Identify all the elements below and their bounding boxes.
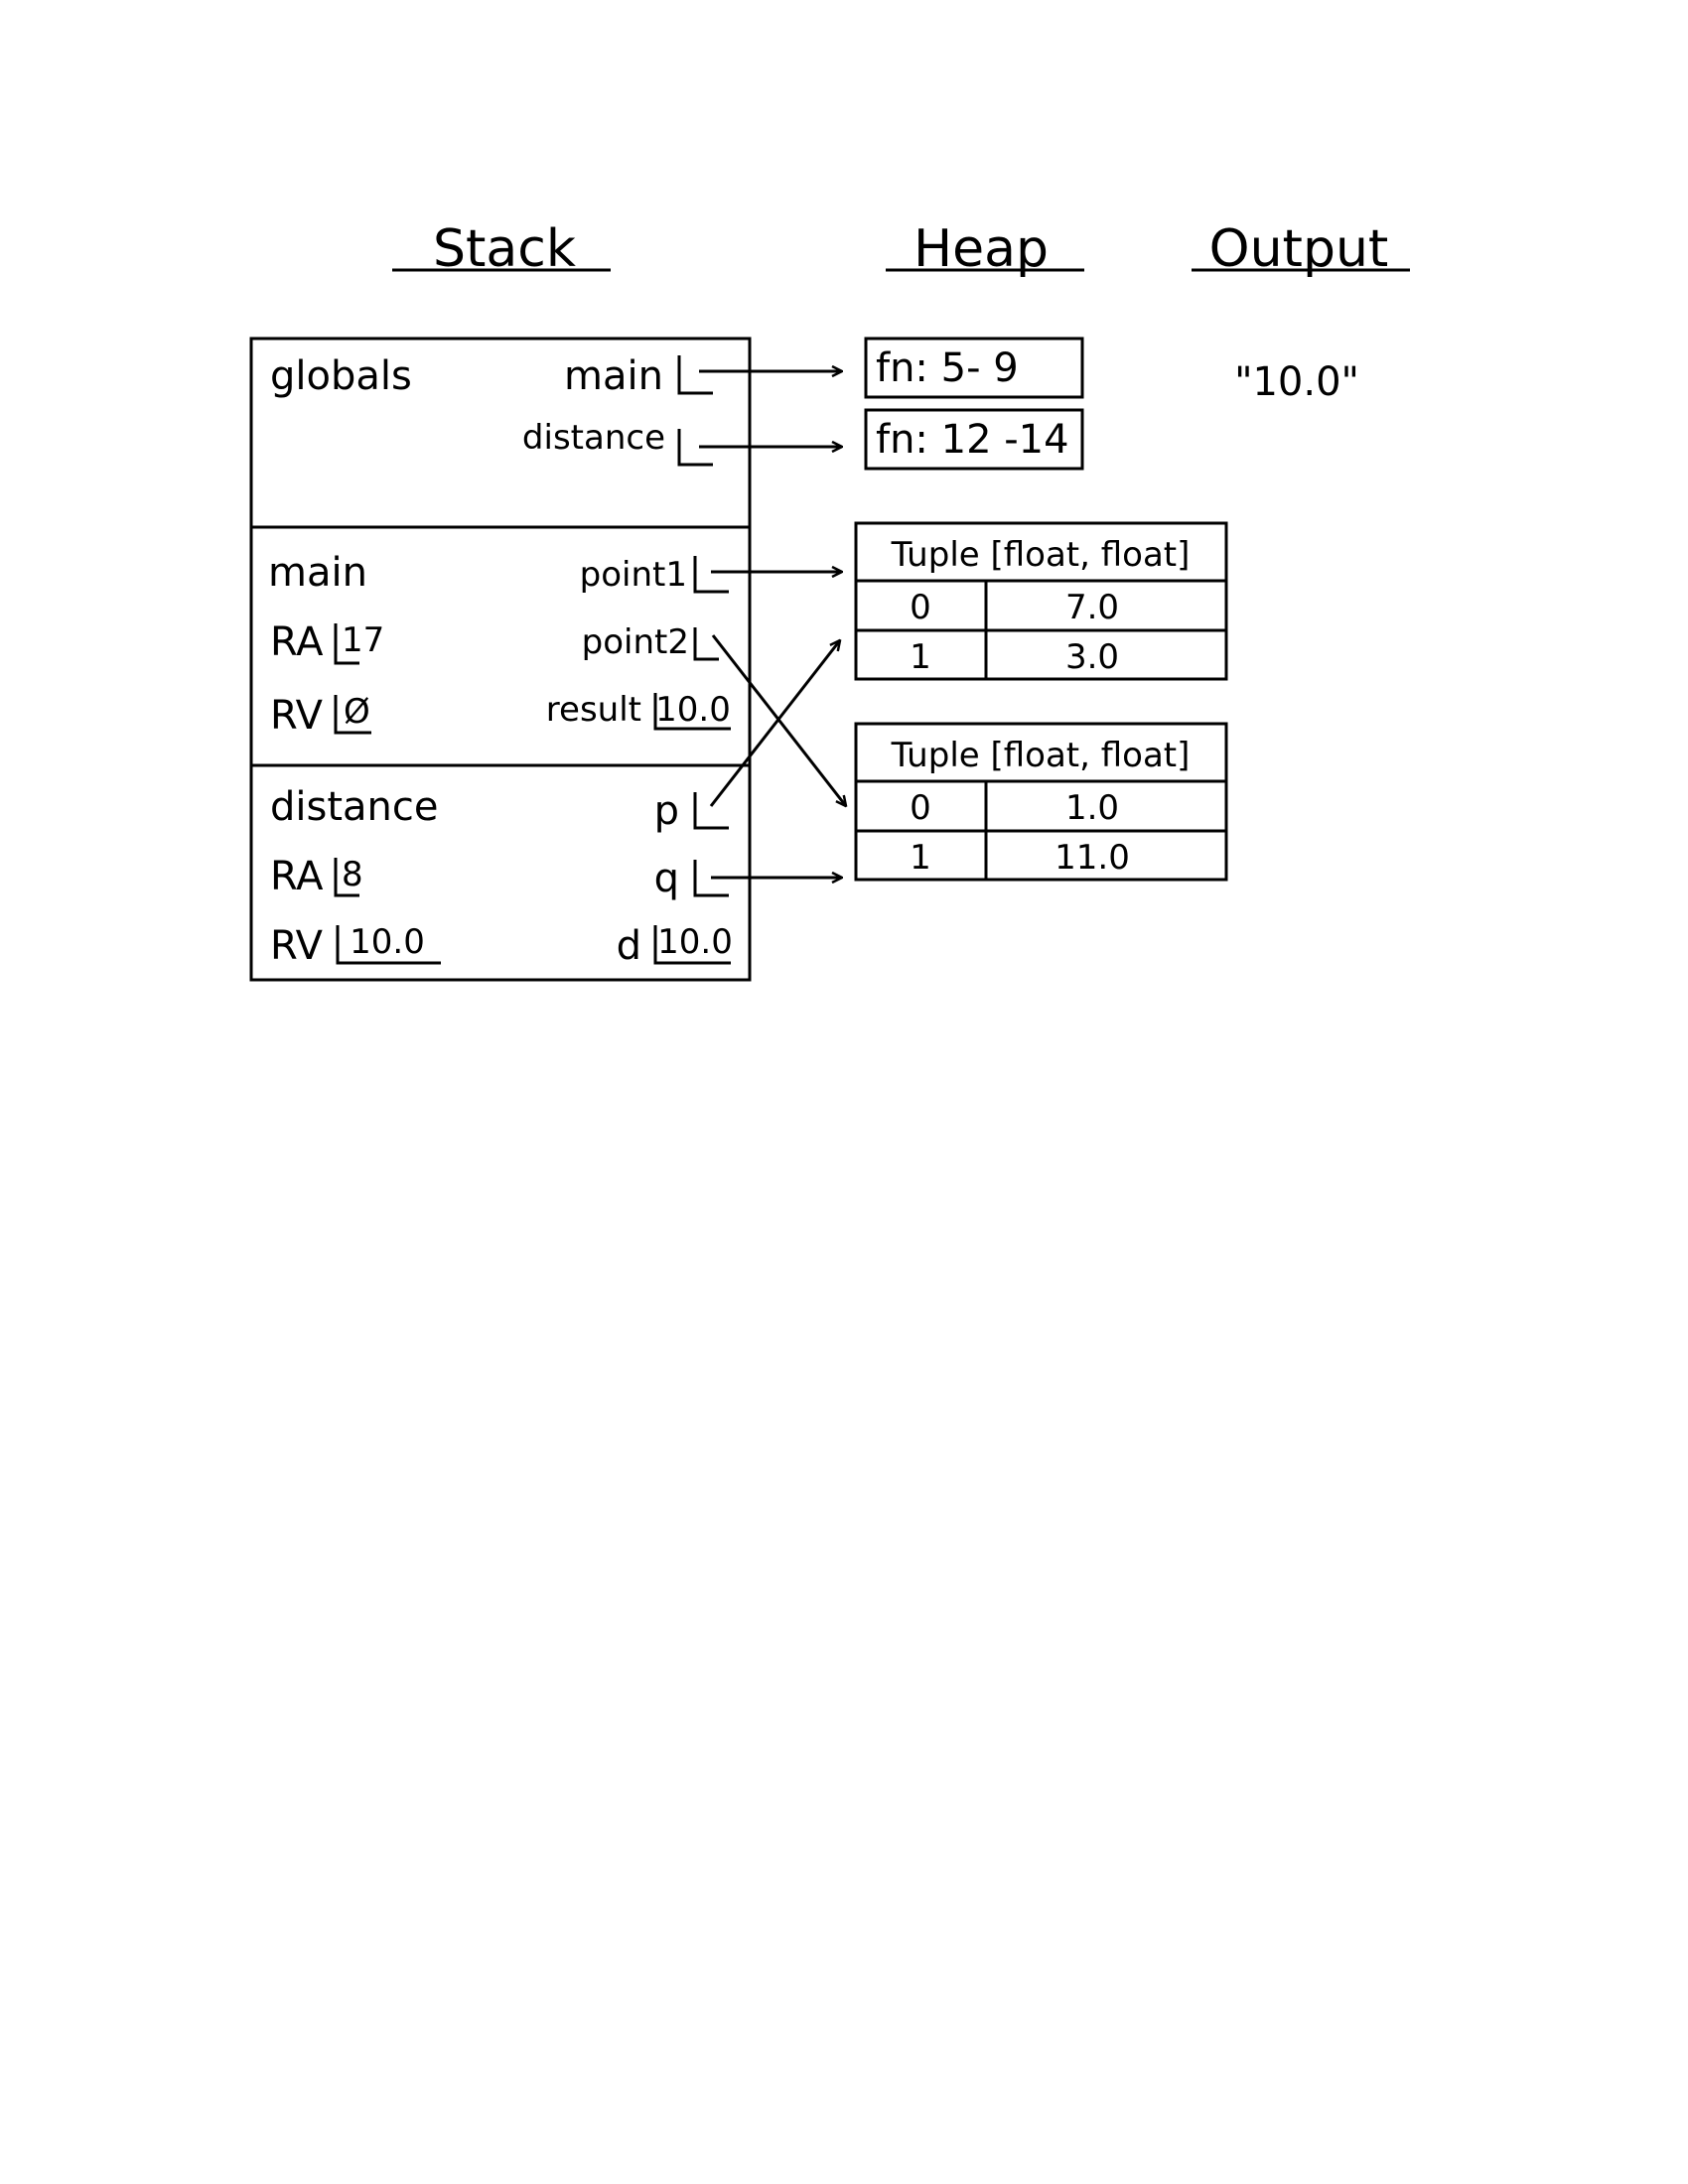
globals-frame-name: globals (270, 353, 412, 399)
main-rv-label: RV (270, 693, 324, 739)
var-point1-label: point1 (580, 555, 687, 595)
var-d-label: d (617, 923, 641, 969)
heap-fn-distance-box (864, 408, 1084, 471)
heap-heading: Heap (886, 219, 1084, 279)
tuple-1-row-0-value: 7.0 (1065, 588, 1119, 627)
tuple-2-box (854, 722, 1228, 882)
heap-fn-distance-text: fn: 12 -14 (876, 417, 1069, 463)
distance-rv-value: 10.0 (350, 922, 425, 962)
tuple-1-box (854, 521, 1228, 681)
distance-frame: distance RA 8 RV 10.0 p q d 10.0 (270, 784, 733, 969)
tuple-1-row-0-index: 0 (910, 588, 931, 627)
distance-ra-label: RA (270, 854, 324, 899)
heap-tuple-1: Tuple [float, float] 0 7.0 1 3.0 (854, 521, 1228, 681)
distance-ra-value: 8 (342, 855, 363, 894)
tuple-1-type: Tuple [float, float] (891, 535, 1191, 575)
heap-fn-main-box (864, 337, 1084, 399)
var-p-slot (693, 792, 729, 830)
main-frame-name: main (268, 550, 367, 596)
globals-frame: globals main distance (270, 353, 713, 467)
arrow-p-to-tuple-1 (709, 640, 840, 807)
distance-ra-slot (334, 858, 359, 897)
stack-box (249, 337, 752, 982)
distance-rv-label: RV (270, 923, 324, 969)
tuple-2-row-0-index: 0 (910, 788, 931, 828)
tuple-1-row-1-value: 3.0 (1065, 637, 1119, 677)
var-result-label: result (546, 690, 641, 730)
main-rv-value: Ø (344, 692, 370, 732)
var-q-slot (693, 860, 729, 897)
main-frame: main RA 17 RV Ø point1 point2 result 10.… (268, 550, 731, 739)
tuple-1-row-1-index: 1 (910, 637, 931, 677)
var-point2-slot (693, 627, 719, 661)
var-main-label: main (564, 353, 663, 399)
output-heading: Output (1192, 219, 1410, 279)
var-point1-slot (693, 556, 729, 594)
tuple-2-type: Tuple [float, float] (891, 736, 1191, 775)
main-ra-slot (334, 623, 359, 665)
var-main-slot (677, 355, 713, 395)
var-point2-label: point2 (582, 622, 689, 662)
main-rv-slot (334, 695, 371, 735)
main-ra-value: 17 (342, 620, 384, 660)
heap-fn-main-text: fn: 5- 9 (876, 345, 1019, 391)
heap-fn-distance: fn: 12 -14 (864, 408, 1084, 471)
var-p-label: p (654, 788, 679, 834)
var-d-value: 10.0 (657, 922, 733, 962)
output-value: "10.0" (1234, 359, 1359, 405)
distance-frame-name: distance (270, 784, 439, 830)
var-distance-label: distance (522, 418, 665, 458)
arrow-point2-to-tuple-2 (711, 634, 846, 806)
tuple-2-row-0-value: 1.0 (1065, 788, 1119, 828)
stack-heading: Stack (392, 219, 611, 279)
main-ra-label: RA (270, 619, 324, 665)
var-result-value: 10.0 (655, 690, 731, 730)
var-distance-slot (677, 429, 713, 467)
tuple-2-row-1-index: 1 (910, 838, 931, 878)
var-q-label: q (654, 856, 679, 901)
var-result-slot (653, 693, 731, 731)
heap-tuple-2: Tuple [float, float] 0 1.0 1 11.0 (854, 722, 1228, 882)
tuple-2-row-1-value: 11.0 (1055, 838, 1130, 878)
distance-rv-slot (336, 925, 441, 965)
heap-fn-main: fn: 5- 9 (864, 337, 1084, 399)
var-d-slot (653, 925, 731, 965)
